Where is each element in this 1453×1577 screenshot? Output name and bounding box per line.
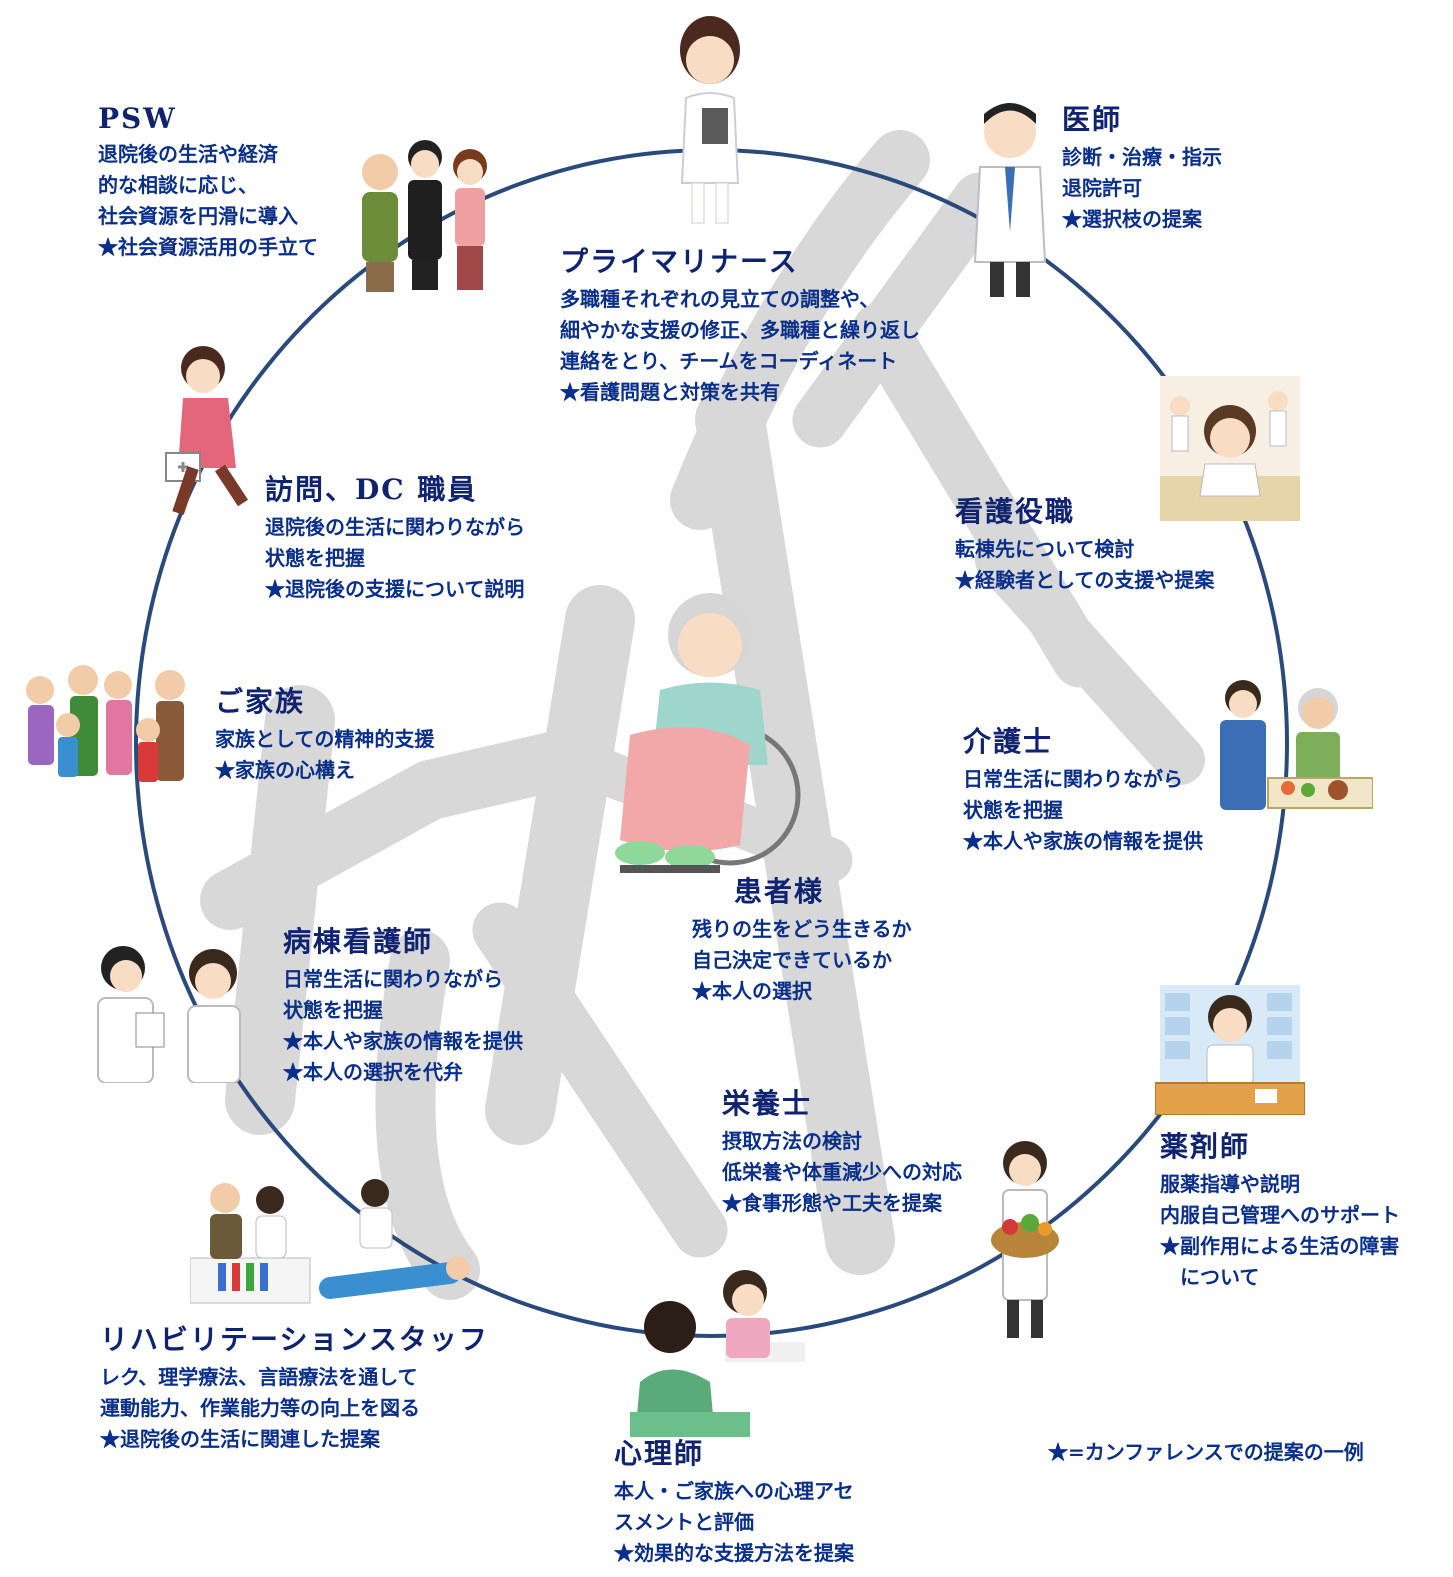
role-line: 摂取方法の検討	[722, 1129, 862, 1153]
role-title-primary-nurse: プライマリナース	[560, 245, 799, 278]
role-line: ★食事形態や工夫を提案	[722, 1191, 942, 1215]
role-line: 日常生活に関わりながら	[283, 967, 503, 991]
ward-nurse-illustration	[97, 946, 241, 1083]
role-line: 家族としての精神的支援	[215, 727, 435, 751]
role-line: レク、理学療法、言語療法を通して	[100, 1365, 418, 1389]
role-line: 状態を把握	[265, 546, 365, 570]
rehab-illustration	[190, 1179, 470, 1304]
primary-nurse-illustration	[652, 16, 740, 224]
role-title-care-worker: 介護士	[963, 725, 1054, 758]
role-line: ★本人や家族の情報を提供	[283, 1029, 523, 1053]
role-line: 多職種それぞれの見立ての調整や、	[560, 287, 880, 311]
role-title-ward-nurse: 病棟看護師	[283, 925, 434, 958]
role-line: 細やかな支援の修正、多職種と繰り返し	[560, 318, 920, 342]
role-line: 自己決定できているか	[692, 948, 892, 972]
role-line: ★副作用による生活の障害	[1160, 1234, 1400, 1258]
role-line: 本人・ご家族への心理アセ	[614, 1479, 854, 1503]
role-nursing-manager: 看護役職 転棟先について検討 ★経験者としての支援や提案	[955, 490, 1214, 596]
visit-staff-illustration	[165, 346, 249, 515]
role-line: ★家族の心構え	[215, 758, 355, 782]
role-title-nursing-manager: 看護役職	[955, 495, 1076, 528]
role-visit-dc: 訪問、DC 職員 退院後の生活に関わりながら 状態を把握 ★退院後の支援について…	[265, 468, 525, 605]
psychologist-illustration	[630, 1270, 805, 1437]
role-title-family: ご家族	[215, 685, 306, 718]
role-rehab: リハビリテーションスタッフ レク、理学療法、言語療法を通して 運動能力、作業能力…	[100, 1318, 489, 1455]
role-line: 日常生活に関わりながら	[963, 767, 1183, 791]
role-line: ★本人や家族の情報を提供	[963, 829, 1203, 853]
role-care-worker: 介護士 日常生活に関わりながら 状態を把握 ★本人や家族の情報を提供	[963, 720, 1203, 857]
role-line: 退院後の生活や経済	[98, 142, 278, 166]
role-title-doctor: 医師	[1062, 103, 1123, 136]
role-title-psychologist: 心理師	[614, 1437, 705, 1470]
role-line: 運動能力、作業能力等の向上を図る	[100, 1396, 420, 1420]
role-line: ★経験者としての支援や提案	[955, 568, 1215, 592]
family-illustration	[26, 665, 185, 782]
role-doctor: 医師 診断・治療・指示 退院許可 ★選択枝の提案	[1062, 98, 1222, 235]
role-line: スメントと評価	[614, 1510, 754, 1534]
role-title-rehab: リハビリテーションスタッフ	[100, 1323, 489, 1356]
role-line: 服薬指導や説明	[1160, 1172, 1300, 1196]
role-line: 社会資源を円滑に導入	[98, 204, 298, 228]
role-title-patient: 患者様	[734, 875, 825, 908]
role-line: 転棟先について検討	[955, 537, 1135, 561]
role-psw: PSW 退院後の生活や経済 的な相談に応じ、 社会資源を円滑に導入 ★社会資源活…	[98, 102, 318, 263]
role-psychologist: 心理師 本人・ご家族への心理アセ スメントと評価 ★効果的な支援方法を提案	[614, 1432, 854, 1569]
role-title-pharmacist: 薬剤師	[1160, 1130, 1251, 1163]
role-nutritionist: 栄養士 摂取方法の検討 低栄養や体重減少への対応 ★食事形態や工夫を提案	[722, 1082, 962, 1219]
role-pharmacist: 薬剤師 服薬指導や説明 内服自己管理へのサポート ★副作用による生活の障害 につ…	[1160, 1125, 1400, 1293]
role-line: ★社会資源活用の手立て	[98, 235, 318, 259]
role-title-psw: PSW	[98, 102, 177, 135]
legend-note: ★=カンファレンスでの提案の一例	[1048, 1440, 1364, 1464]
role-line: 連絡をとり、チームをコーディネート	[560, 349, 898, 373]
role-title-nutritionist: 栄養士	[722, 1087, 813, 1120]
role-line: 低栄養や体重減少への対応	[722, 1160, 962, 1184]
role-line: ★本人の選択	[692, 979, 812, 1003]
role-line: 退院許可	[1062, 176, 1142, 200]
role-line: 診断・治療・指示	[1062, 145, 1222, 169]
role-primary-nurse: プライマリナース 多職種それぞれの見立ての調整や、 細やかな支援の修正、多職種と…	[560, 240, 920, 408]
role-line: 状態を把握	[283, 998, 383, 1022]
patient-illustration	[615, 593, 801, 873]
role-line: ★選択枝の提案	[1062, 207, 1202, 231]
nutritionist-illustration	[991, 1141, 1059, 1338]
pharmacist-illustration	[1155, 985, 1305, 1115]
role-patient: 患者様 残りの生をどう生きるか 自己決定できているか ★本人の選択	[692, 870, 912, 1007]
role-title-visit-dc: 訪問、DC 職員	[265, 473, 478, 506]
role-line: 退院後の生活に関わりながら	[265, 515, 525, 539]
role-family: ご家族 家族としての精神的支援 ★家族の心構え	[215, 680, 434, 786]
care-worker-illustration	[1220, 680, 1373, 810]
role-line: 的な相談に応じ、	[98, 173, 258, 197]
role-line: 内服自己管理へのサポート	[1160, 1203, 1400, 1227]
role-ward-nurse: 病棟看護師 日常生活に関わりながら 状態を把握 ★本人や家族の情報を提供 ★本人…	[283, 920, 523, 1088]
role-line: ★退院後の支援について説明	[265, 577, 525, 601]
role-line: ★退院後の生活に関連した提案	[100, 1427, 380, 1451]
psw-illustration	[362, 140, 487, 292]
role-line: ★効果的な支援方法を提案	[614, 1541, 854, 1565]
doctor-illustration	[973, 103, 1047, 297]
role-line: ★本人の選択を代弁	[283, 1060, 463, 1084]
role-line: について	[1160, 1265, 1260, 1289]
role-line: 状態を把握	[963, 798, 1063, 822]
nursing-manager-illustration	[1160, 376, 1300, 521]
role-line: ★看護問題と対策を共有	[560, 380, 780, 404]
role-line: 残りの生をどう生きるか	[692, 917, 912, 941]
